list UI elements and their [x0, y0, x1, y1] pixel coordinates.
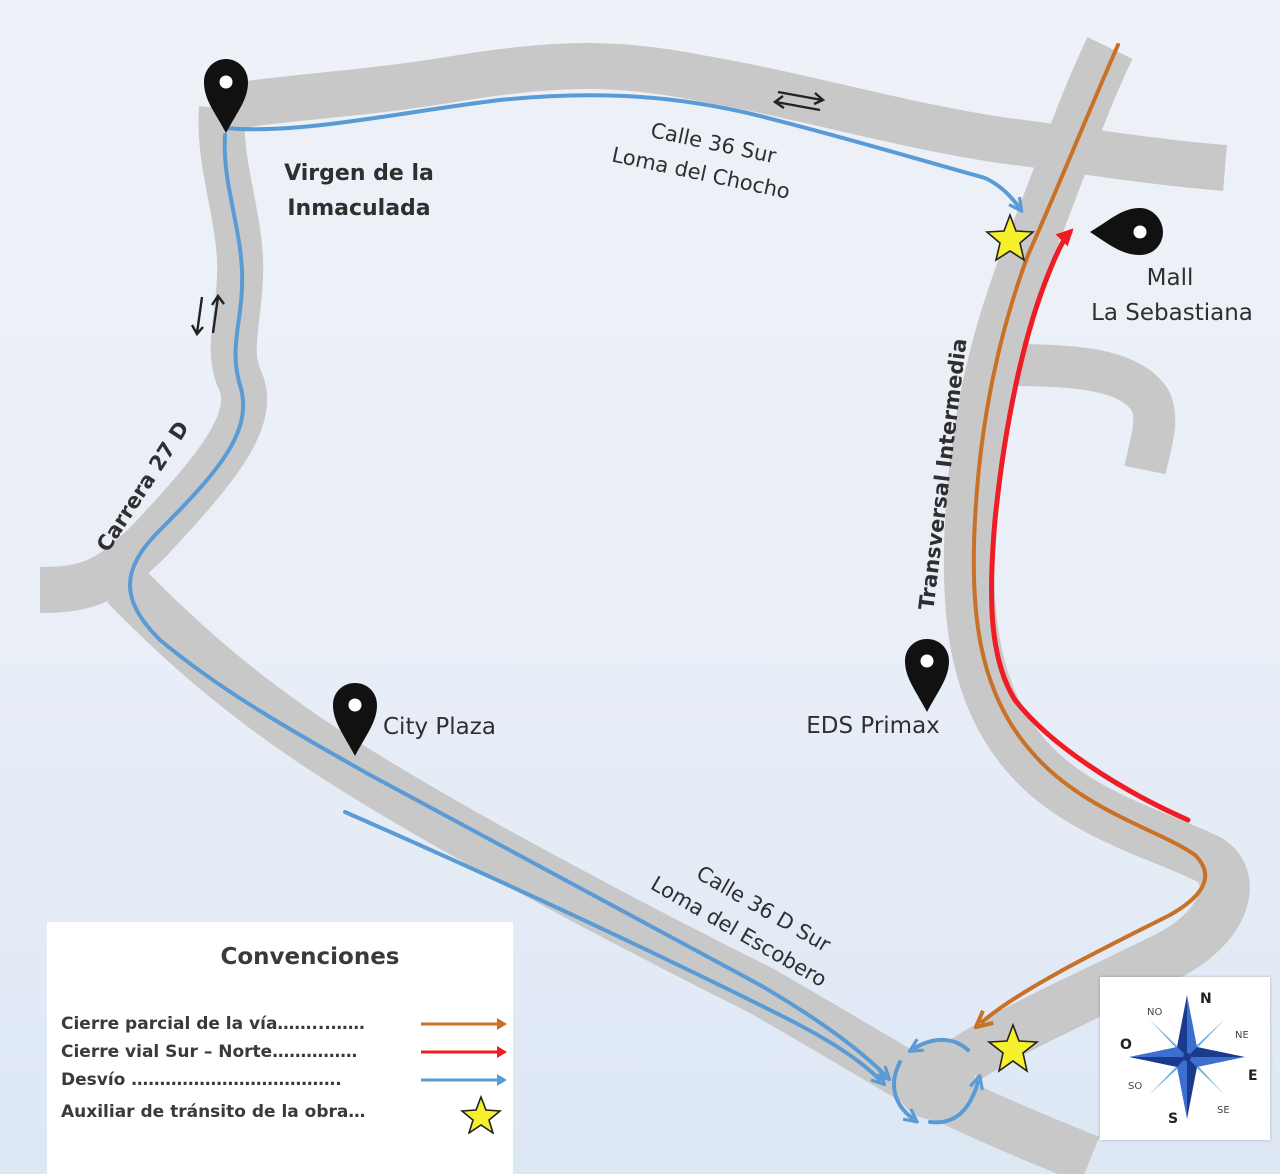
- road-transversal-intermedia: [943, 37, 1250, 1081]
- compass-rose: N S E O NE NO SE SO: [1100, 977, 1270, 1140]
- compass-o: O: [1120, 1037, 1132, 1053]
- compass-n: N: [1200, 991, 1212, 1007]
- compass-e: E: [1248, 1068, 1258, 1084]
- compass-ne: NE: [1235, 1030, 1249, 1041]
- legend-item-full-closure: Cierre vial Sur – Norte……………: [61, 1038, 507, 1066]
- partial-closure-route: [971, 43, 1208, 1022]
- compass-se: SE: [1217, 1105, 1230, 1116]
- compass-rose-icon: N S E O NE NO SE SO: [1120, 991, 1258, 1127]
- red-arrow-icon: [421, 1046, 507, 1058]
- legend-item-traffic-assistant: Auxiliar de tránsito de la obra…: [61, 1094, 503, 1134]
- label-mall-line1: Mall: [1147, 265, 1194, 291]
- legend-label-traffic-assistant: Auxiliar de tránsito de la obra…: [61, 1102, 366, 1122]
- two-way-arrows-left: [190, 293, 225, 337]
- label-virgen-line1: Virgen de la: [284, 161, 434, 186]
- traffic-assistant-star-south: [986, 1022, 1040, 1073]
- label-mall-line2: La Sebastiana: [1091, 300, 1253, 326]
- pin-icon-eds-primax: [905, 639, 949, 712]
- legend-label-detour: Desvío ……………………………….: [61, 1070, 342, 1090]
- pin-icon-virgen: [204, 59, 248, 133]
- legend-item-partial-closure: Cierre parcial de la vía……...……: [61, 1010, 507, 1038]
- pin-icon-city-plaza: [333, 683, 377, 756]
- compass-so: SO: [1128, 1081, 1142, 1092]
- label-virgen-line2: Inmaculada: [287, 196, 430, 221]
- road-carrera-27d: [39, 106, 268, 613]
- pin-icon-mall: [1090, 208, 1163, 255]
- roundabout: [895, 1040, 975, 1120]
- legend-item-detour: Desvío ……………………………….: [61, 1066, 507, 1094]
- orange-arrow-icon: [421, 1018, 507, 1030]
- blue-arrow-icon: [421, 1074, 507, 1086]
- two-way-arrows-top: [772, 90, 826, 112]
- label-city-plaza: City Plaza: [383, 714, 496, 740]
- label-eds-primax: EDS Primax: [806, 713, 940, 739]
- detour-route: [128, 93, 1018, 1125]
- legend-label-partial-closure: Cierre parcial de la vía……...……: [61, 1014, 365, 1034]
- compass-no: NO: [1147, 1007, 1162, 1018]
- yellow-star-icon: [459, 1094, 503, 1134]
- full-closure-route: [989, 228, 1191, 823]
- traffic-assistant-star-north: [984, 212, 1036, 262]
- compass-s: S: [1168, 1111, 1178, 1127]
- legend: Convenciones Cierre parcial de la vía…….…: [47, 922, 513, 1174]
- legend-title: Convenciones: [220, 944, 400, 970]
- road-side-street: [1009, 344, 1176, 475]
- legend-label-full-closure: Cierre vial Sur – Norte……………: [61, 1042, 358, 1062]
